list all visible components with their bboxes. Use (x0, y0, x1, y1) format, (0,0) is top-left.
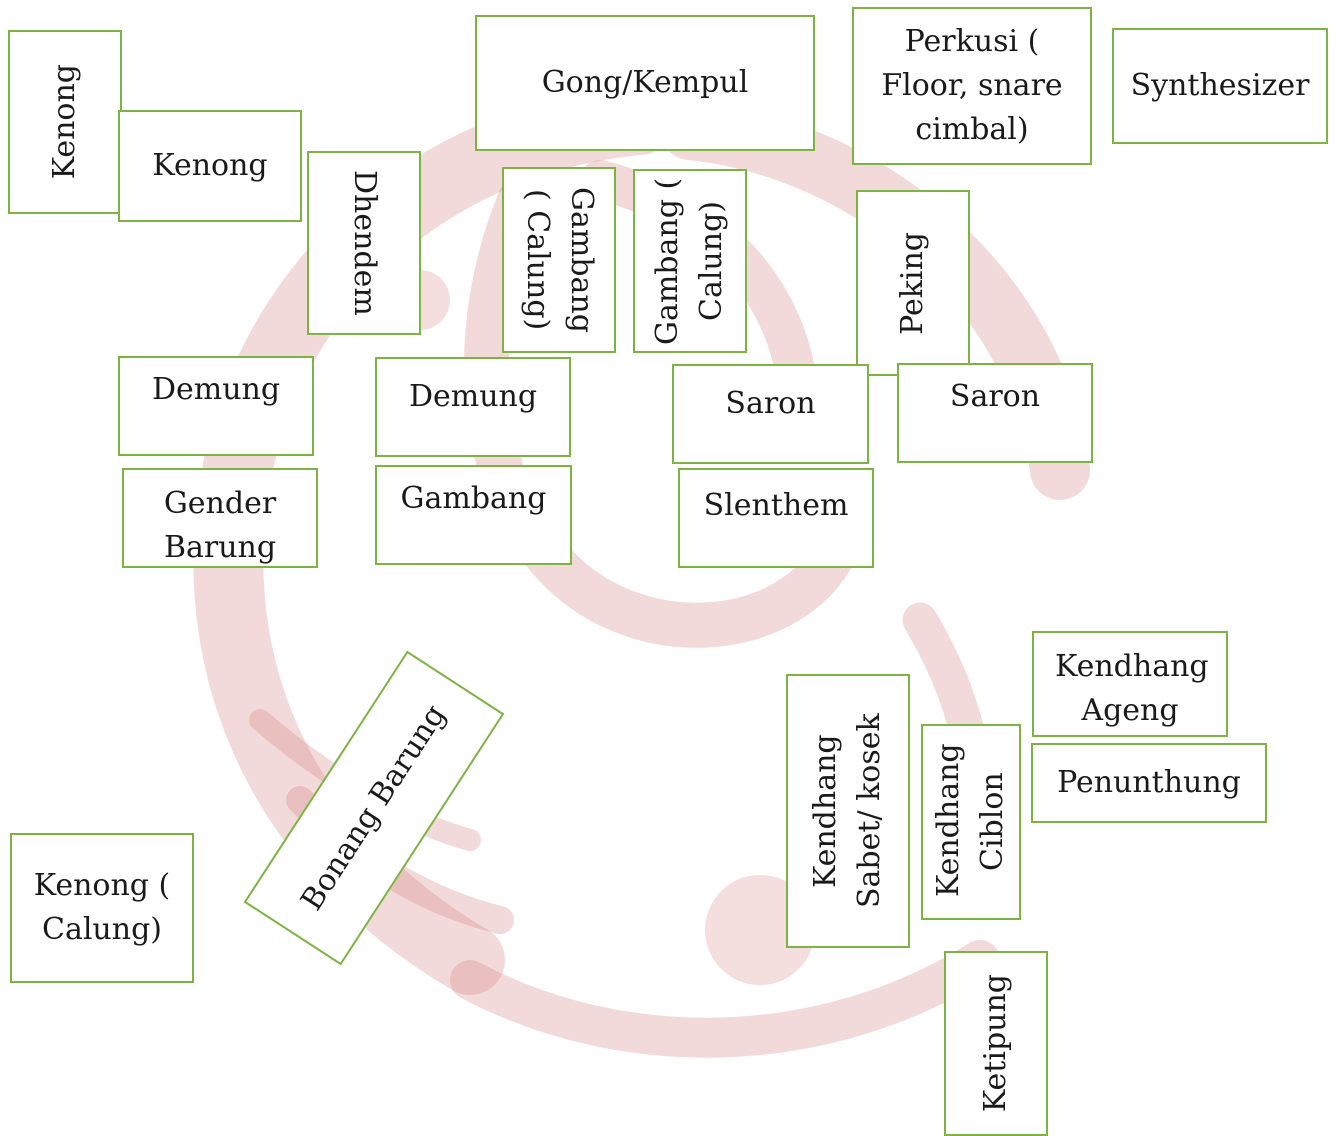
kenong-calung-box: Kenong ( Calung) (10, 833, 194, 983)
perkusi-box: Perkusi ( Floor, snare cimbal) (852, 7, 1092, 165)
instrument-label: Gambang ( Calung) (650, 177, 729, 345)
instrument-label: Demung (151, 372, 281, 407)
gambang-calung-box-1: Gambang ( Calung) (502, 167, 616, 353)
instrument-label: Kendhang Ageng (1055, 649, 1209, 728)
instrument-label: Dhendem (347, 170, 382, 316)
bonang-barung-box: Bonang Barung (243, 650, 505, 966)
instrument-label: Demung (408, 379, 538, 414)
instrument-label: Penunthung (1057, 765, 1241, 800)
slenthem-box: Slenthem (678, 468, 874, 568)
kendhang-ciblon-box: Kendhang Ciblon (921, 724, 1021, 920)
kenong-left-vertical-box: Kenong (8, 30, 122, 214)
instrument-label: Synthesizer (1130, 68, 1310, 103)
peking-box: Peking (856, 190, 970, 376)
instrument-label: Kenong ( Calung) (33, 868, 171, 947)
saron-box-1: Saron (672, 364, 869, 464)
instrument-label: Perkusi ( Floor, snare cimbal) (881, 24, 1063, 147)
synthesizer-box: Synthesizer (1112, 28, 1328, 144)
instrument-label: Saron (949, 379, 1041, 414)
instrument-label: Gambang ( Calung) (520, 187, 599, 333)
instrument-label: Kenong (47, 64, 82, 180)
instrument-label: Peking (895, 231, 930, 335)
instrument-label: Ketipung (978, 974, 1013, 1113)
demung-box-1: Demung (118, 356, 314, 456)
instrument-label: Bonang Barung (294, 698, 453, 917)
gong-kempul-box: Gong/Kempul (475, 15, 815, 151)
instrument-label: Kendhang Sabet/ kosek (808, 713, 887, 909)
saron-box-2: Saron (897, 363, 1093, 463)
instrument-label: Kenong (152, 148, 268, 183)
kendhang-sabet-box: Kendhang Sabet/ kosek (786, 674, 910, 948)
gambang-box: Gambang (375, 465, 572, 565)
demung-box-2: Demung (375, 357, 571, 457)
dhendem-box: Dhendem (307, 151, 421, 335)
kendhang-ageng-box: Kendhang Ageng (1032, 631, 1228, 737)
instrument-label: Gender Barung (163, 486, 277, 565)
instrument-label: Saron (725, 386, 816, 421)
instrument-label: Kendhang Ciblon (931, 743, 1010, 897)
instrument-label: Gambang (400, 481, 547, 516)
instrument-label: Slenthem (703, 488, 849, 523)
penunthung-box: Penunthung (1031, 743, 1267, 823)
gender-barung-box: Gender Barung (122, 468, 318, 568)
kenong-top-box: Kenong (118, 110, 302, 222)
instrument-label: Gong/Kempul (541, 65, 749, 100)
gambang-calung-box-2: Gambang ( Calung) (633, 169, 747, 353)
ketipung-box: Ketipung (944, 951, 1048, 1136)
